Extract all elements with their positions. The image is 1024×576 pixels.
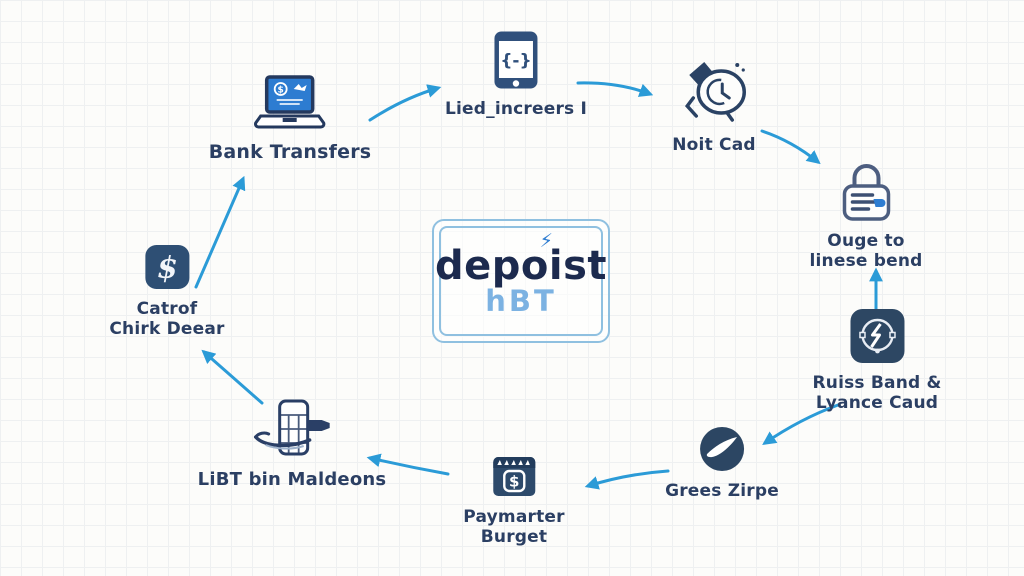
- svg-text:$: $: [509, 473, 519, 491]
- node-noit-cad: Noit Cad: [672, 56, 756, 155]
- logo-title: depoist: [435, 242, 608, 289]
- node-label: Ruiss Band & Lyance Caud: [812, 373, 942, 414]
- node-label: LiBT bin Maldeons: [197, 469, 387, 490]
- calendar-dollar-icon: $: [491, 452, 537, 502]
- arrow-bank-to-tablet: [368, 84, 442, 122]
- node-catrof: $ Catrof Chirk Deear: [109, 244, 224, 339]
- dollar-badge-icon: $: [144, 244, 190, 294]
- node-label: Paymarter Burget: [463, 507, 565, 548]
- node-label: Catrof Chirk Deear: [109, 299, 225, 340]
- svg-text:$: $: [157, 251, 178, 286]
- node-ruiss-band: Ruiss Band & Lyance Caud: [812, 308, 941, 413]
- arrow-phone-to-catrof: [201, 349, 264, 405]
- tablet-icon: {-}: [493, 30, 539, 94]
- arrow-tablet-to-watch: [576, 81, 654, 97]
- node-bank-transfers: $ Bank Transfers: [209, 74, 372, 163]
- node-label: Noit Cad: [672, 135, 756, 155]
- svg-text:{-}: {-}: [500, 51, 531, 71]
- node-ouge-to: Ouge to linese bend: [809, 160, 922, 271]
- node-paymarter: $ Paymarter Burget: [463, 452, 565, 548]
- node-libt-bin: LiBT bin Maldeons: [198, 398, 387, 490]
- node-grees-zirpe: Grees Zirpe: [665, 426, 779, 501]
- circular-badge-icon: [849, 308, 905, 368]
- node-label: Grees Zirpe: [665, 481, 779, 501]
- node-label: Ouge to linese bend: [809, 231, 923, 272]
- node-label: Lied_increers I: [444, 99, 588, 119]
- node-lied-increers: {-} Lied_increers I: [445, 30, 587, 119]
- svg-text:$: $: [278, 86, 284, 96]
- swoosh-icon: [699, 426, 745, 476]
- center-logo-inner-frame: ⚡ depoist hBT: [435, 226, 607, 336]
- logo-subtitle: hBT: [485, 283, 557, 318]
- node-label: Bank Transfers: [208, 141, 372, 163]
- phone-cable-icon: [250, 398, 334, 464]
- arrow-watch-to-lock: [760, 129, 821, 165]
- padlock-icon: [837, 160, 895, 226]
- laptop-icon: $: [251, 74, 329, 136]
- arrow-nike-to-calendar: [584, 469, 670, 490]
- spark-icon: ⚡: [539, 230, 553, 252]
- wristwatch-icon: [680, 56, 748, 130]
- center-logo-card: ⚡ depoist hBT: [432, 219, 610, 343]
